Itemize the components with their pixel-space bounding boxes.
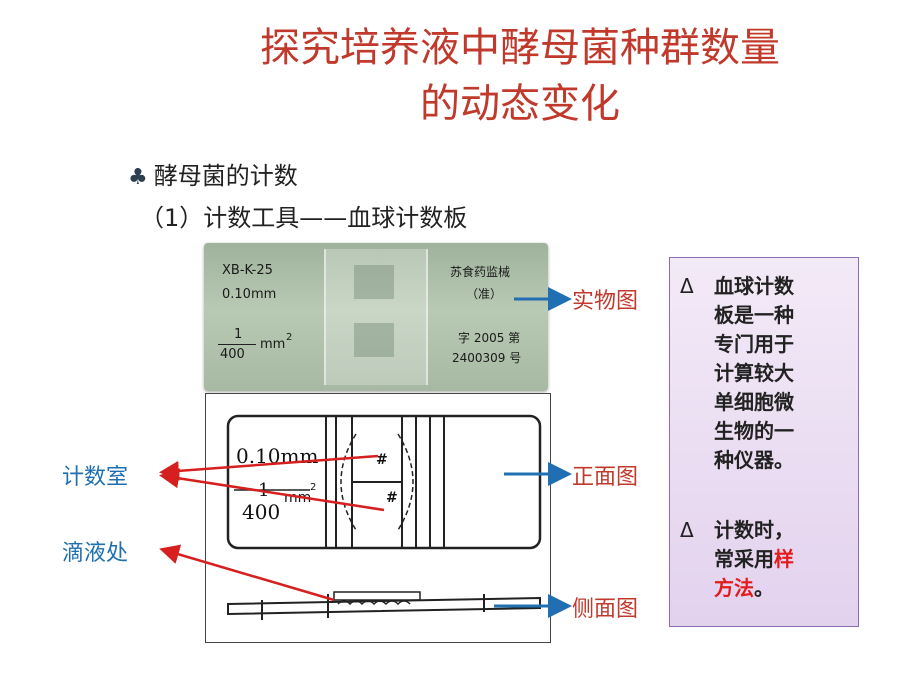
- info-box: Δ 血球计数 板是一种 专门用于 计算较大 单细胞微 生物的一 种仪器。 Δ 计…: [669, 257, 859, 627]
- hemocytometer-photo: XB-K-25 0.10mm 1 400 mm 2 苏食药监械 （准） 字 20…: [204, 243, 548, 391]
- info-p1-line: 单细胞微: [714, 390, 794, 414]
- drawing-unit-sup: 2: [310, 482, 317, 493]
- info-paragraph-2: 计数时， 常采用样 方法。: [714, 516, 854, 603]
- front-outline: [226, 414, 542, 550]
- label-cemian: 侧面图: [572, 597, 639, 622]
- info-p1-line: 计算较大: [714, 361, 794, 385]
- photo-license: 苏食药监械: [450, 265, 511, 279]
- delta-icon-1: Δ: [680, 274, 694, 298]
- info-p2-line1: 计数时，: [714, 518, 794, 542]
- photo-chamber-bottom: [354, 323, 394, 357]
- hemocytometer-drawing: 0.10mm 1 400 mm 2 # #: [205, 393, 551, 643]
- info-p1-line: 血球计数: [714, 274, 794, 298]
- photo-frac-num: 1: [234, 327, 243, 342]
- drawing-frac-den: 400: [242, 500, 281, 524]
- label-jishushi: 计数室: [62, 465, 129, 490]
- delta-icon-2: Δ: [680, 518, 694, 542]
- label-diyechu: 滴液处: [62, 541, 129, 566]
- info-highlight-1: 样: [774, 547, 794, 571]
- label-zhengmian: 正面图: [572, 465, 639, 490]
- info-p1-line: 生物的一: [714, 419, 794, 443]
- drawing-mark-bottom: #: [386, 490, 398, 506]
- info-p2-line3-post: 。: [754, 576, 774, 600]
- photo-depth: 0.10mm: [222, 287, 277, 302]
- info-p2-line3: 方法。: [714, 574, 854, 603]
- arrow-diyechu: [159, 544, 335, 602]
- page-title-line1: 探究培养液中酵母菌种群数量: [260, 25, 780, 71]
- info-highlight-2: 方法: [714, 576, 754, 600]
- club-icon: ♣: [128, 165, 148, 190]
- photo-model: XB-K-25: [222, 263, 273, 278]
- photo-approval: （准）: [466, 287, 503, 301]
- photo-frac-den: 400: [220, 347, 245, 362]
- page-title-line2: 的动态变化: [420, 81, 620, 127]
- label-shiwu: 实物图: [572, 289, 639, 314]
- photo-chamber-top: [354, 265, 394, 299]
- bullet-text: 酵母菌的计数: [153, 162, 298, 190]
- photo-number: 2400309 号: [452, 351, 522, 365]
- photo-word: 字 2005 第: [458, 331, 521, 345]
- drawing-unit: mm: [284, 490, 312, 506]
- info-p2-line2: 常采用样: [714, 545, 854, 574]
- info-p1-line: 专门用于: [714, 332, 794, 356]
- drawing-svg: [226, 414, 542, 620]
- photo-unit: mm: [260, 337, 286, 352]
- info-p1-line: 种仪器。: [714, 448, 794, 472]
- subheading: （1）计数工具——血球计数板: [140, 204, 468, 232]
- info-p2-line2-pre: 常采用: [714, 547, 774, 571]
- info-p1-line: 板是一种: [714, 303, 794, 327]
- bullet-heading: ♣酵母菌的计数: [128, 156, 298, 191]
- photo-unit-sup: 2: [286, 332, 293, 343]
- drawing-mark-top: #: [376, 452, 388, 468]
- arrow-jishushi-1: [159, 454, 379, 481]
- photo-frac-bar: [218, 344, 256, 345]
- photo-center-strip: [324, 249, 428, 385]
- info-paragraph-1: 血球计数 板是一种 专门用于 计算较大 单细胞微 生物的一 种仪器。: [714, 272, 854, 475]
- arrow-jishushi-2: [159, 468, 385, 512]
